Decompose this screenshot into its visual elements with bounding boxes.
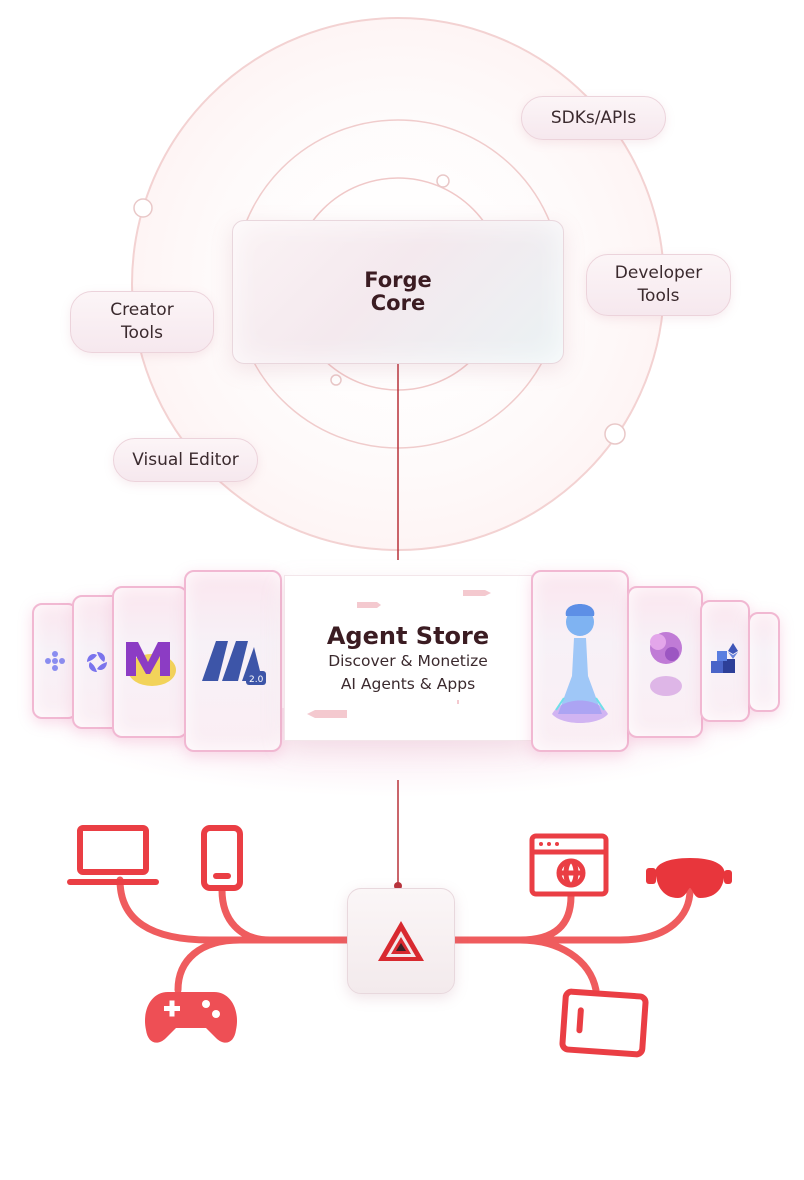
visual-editor-label: Visual Editor bbox=[113, 438, 258, 482]
fan-app-icon bbox=[87, 652, 107, 672]
orbit-node bbox=[436, 174, 450, 188]
m-logo-app-icon bbox=[126, 642, 176, 686]
developer-tools-label: Developer Tools bbox=[586, 254, 731, 316]
agent-store-subtitle-line1: Discover & Monetize bbox=[328, 652, 488, 670]
svg-text:2.0: 2.0 bbox=[249, 675, 264, 685]
tablet-icon bbox=[559, 988, 649, 1058]
forge-core-title-line1: Forge bbox=[364, 268, 432, 292]
forge-core-title-line2: Core bbox=[370, 291, 426, 315]
m2-logo-app-icon: 2.0 bbox=[202, 641, 266, 685]
forge-logo-icon bbox=[378, 921, 424, 961]
device-network bbox=[67, 780, 732, 1058]
app-card[interactable] bbox=[700, 600, 750, 722]
agent-store-card[interactable]: Agent Store Discover & Monetize AI Agent… bbox=[285, 576, 531, 740]
forge-core-card[interactable]: Forge Core bbox=[232, 220, 564, 364]
orbit-node bbox=[330, 374, 342, 386]
cable-vr bbox=[450, 886, 694, 944]
agent-store-title: Agent Store bbox=[326, 622, 490, 650]
orbit-node bbox=[133, 198, 153, 218]
app-card[interactable] bbox=[748, 612, 780, 712]
cable-gamepad bbox=[174, 936, 352, 994]
flower-app-icon bbox=[650, 632, 682, 696]
agent-store-subtitle-line2: AI Agents & Apps bbox=[340, 675, 476, 693]
app-card[interactable] bbox=[112, 586, 188, 738]
cable-laptop bbox=[116, 876, 352, 944]
crystal-figure-app-icon bbox=[552, 604, 608, 723]
sdks-apis-label: SDKs/APIs bbox=[521, 96, 666, 140]
vr-headset-icon bbox=[646, 858, 732, 898]
cable-phone bbox=[218, 886, 274, 944]
platform-hub[interactable] bbox=[347, 888, 455, 994]
gamepad-icon bbox=[144, 992, 238, 1043]
smartphone-icon bbox=[201, 825, 243, 891]
app-card[interactable]: 2.0 bbox=[184, 570, 282, 752]
cable-tablet bbox=[516, 936, 600, 994]
laptop-icon bbox=[67, 825, 159, 885]
browser-globe-icon bbox=[529, 833, 609, 897]
cable-browser bbox=[450, 892, 575, 944]
creator-tools-label: Creator Tools bbox=[70, 291, 214, 353]
star-app-icon bbox=[45, 651, 65, 671]
orbit-node bbox=[604, 423, 626, 445]
app-card[interactable] bbox=[531, 570, 629, 752]
ethereum-blocks-app-icon bbox=[711, 643, 738, 673]
app-card[interactable] bbox=[627, 586, 703, 738]
store-card-decoration bbox=[307, 590, 491, 718]
